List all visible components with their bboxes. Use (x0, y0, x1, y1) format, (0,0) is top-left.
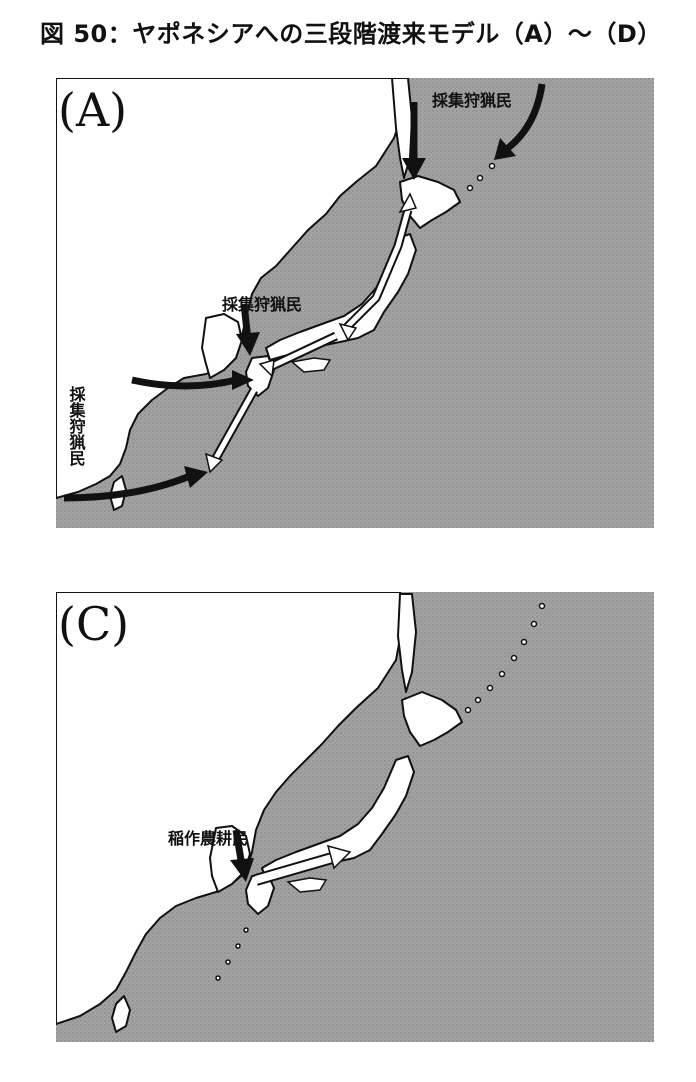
ryukyu-island (215, 975, 221, 981)
sakhalin (397, 593, 417, 693)
light-arrows (254, 844, 352, 886)
kuril-island (466, 184, 474, 192)
arrowhead (184, 466, 208, 488)
kuril-island (476, 174, 484, 182)
ryukyu-island (225, 959, 231, 965)
arrow-south-ryukyu (63, 472, 192, 502)
arrowhead (338, 322, 358, 342)
kuril-island (486, 684, 494, 692)
arrowhead (230, 858, 254, 882)
arrowhead (398, 192, 418, 214)
arrowhead (402, 158, 426, 180)
kuril-island (464, 706, 472, 714)
hokkaido (401, 691, 463, 747)
dark-arrows (230, 829, 254, 882)
arrow-kyushu-honshu (254, 854, 334, 884)
kuril-island (510, 654, 518, 662)
arrowhead (326, 844, 352, 870)
map-c: (C) 稲作農耕民 (56, 592, 654, 1042)
arrow-west-kyushu (131, 376, 237, 390)
kuril-island (474, 696, 482, 704)
arrow-kyushu-ryukyu (213, 388, 257, 460)
ryukyu-island (235, 943, 241, 949)
label-center: 採集狩猟民 (222, 295, 302, 314)
kuril-island (520, 638, 528, 646)
kuril-island (498, 670, 506, 678)
sakhalin (391, 78, 413, 179)
arrow-northeast-kurils (505, 83, 546, 151)
panel-label: (C) (58, 597, 129, 651)
arrow-hokkaido-honshu (344, 209, 411, 330)
panel-label: (A) (58, 83, 127, 137)
arrowhead (236, 332, 260, 356)
taiwan (111, 995, 131, 1033)
map-panel-a: (A) 採集狩猟民 採集狩猟民 採集狩猟民 (56, 78, 654, 528)
shikoku (286, 877, 328, 893)
kuril-island (538, 602, 546, 610)
arrowhead (494, 138, 516, 160)
kuril-island (488, 162, 496, 170)
arrowhead (204, 452, 224, 474)
kuril-island (530, 620, 538, 628)
arrowhead (232, 370, 254, 390)
arrow-honshu-kyushu (266, 333, 338, 371)
figure-title: 図 50：ヤポネシアへの三段階渡来モデル（A）〜（D） (40, 20, 662, 48)
shikoku (290, 357, 332, 373)
korean-peninsula (201, 313, 243, 379)
label-west: 採集狩猟民 (67, 385, 87, 467)
map-a: (A) 採集狩猟民 採集狩猟民 採集狩猟民 (56, 78, 654, 528)
label-center: 稲作農耕民 (168, 829, 248, 848)
arrowhead (258, 358, 275, 378)
map-panel-c: (C) 稲作農耕民 (56, 592, 654, 1042)
ryukyu-island (243, 927, 249, 933)
light-arrows (204, 192, 418, 474)
label-northeast: 採集狩猟民 (432, 91, 512, 110)
dark-arrows (63, 83, 546, 502)
